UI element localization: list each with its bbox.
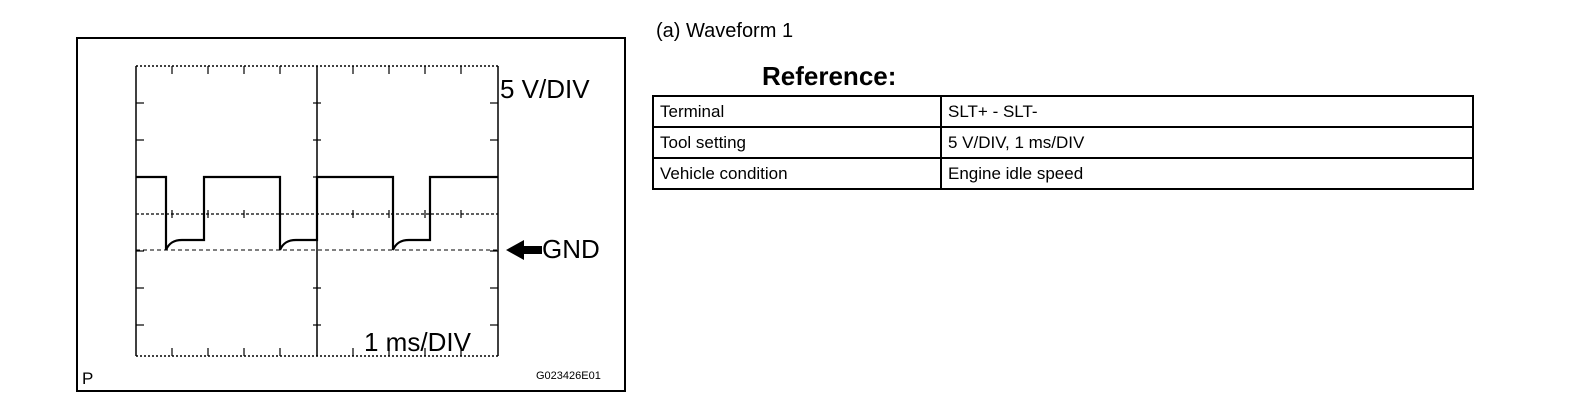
- row-value: 5 V/DIV, 1 ms/DIV: [940, 126, 1474, 159]
- row-value: Engine idle speed: [940, 157, 1474, 190]
- row-value: SLT+ - SLT-: [940, 95, 1474, 128]
- table-row: Vehicle condition Engine idle speed: [652, 157, 1474, 190]
- reference-heading: Reference:: [762, 61, 897, 91]
- figure-id: G023426E01: [536, 370, 601, 382]
- section-title: (a) Waveform 1: [656, 20, 794, 42]
- row-label: Tool setting: [652, 126, 942, 159]
- panel-letter: P: [82, 369, 94, 388]
- time-per-div-label: 1 ms/DIV: [364, 327, 471, 357]
- division-ticks: [136, 66, 498, 356]
- gnd-label: GND: [542, 234, 600, 264]
- row-label: Vehicle condition: [652, 157, 942, 190]
- table-row: Tool setting 5 V/DIV, 1 ms/DIV: [652, 126, 1474, 159]
- reference-table: Terminal SLT+ - SLT- Tool setting 5 V/DI…: [652, 95, 1474, 190]
- row-label: Terminal: [652, 95, 942, 128]
- oscilloscope-screen: [135, 65, 542, 357]
- oscilloscope-figure: 5 V/DIV GND 1 ms/DIV P G023426E01: [76, 37, 626, 392]
- table-row: Terminal SLT+ - SLT-: [652, 95, 1474, 128]
- waveform-trace: [136, 175, 498, 251]
- gnd-arrow-icon: [506, 240, 542, 260]
- volts-per-div-label: 5 V/DIV: [500, 74, 590, 104]
